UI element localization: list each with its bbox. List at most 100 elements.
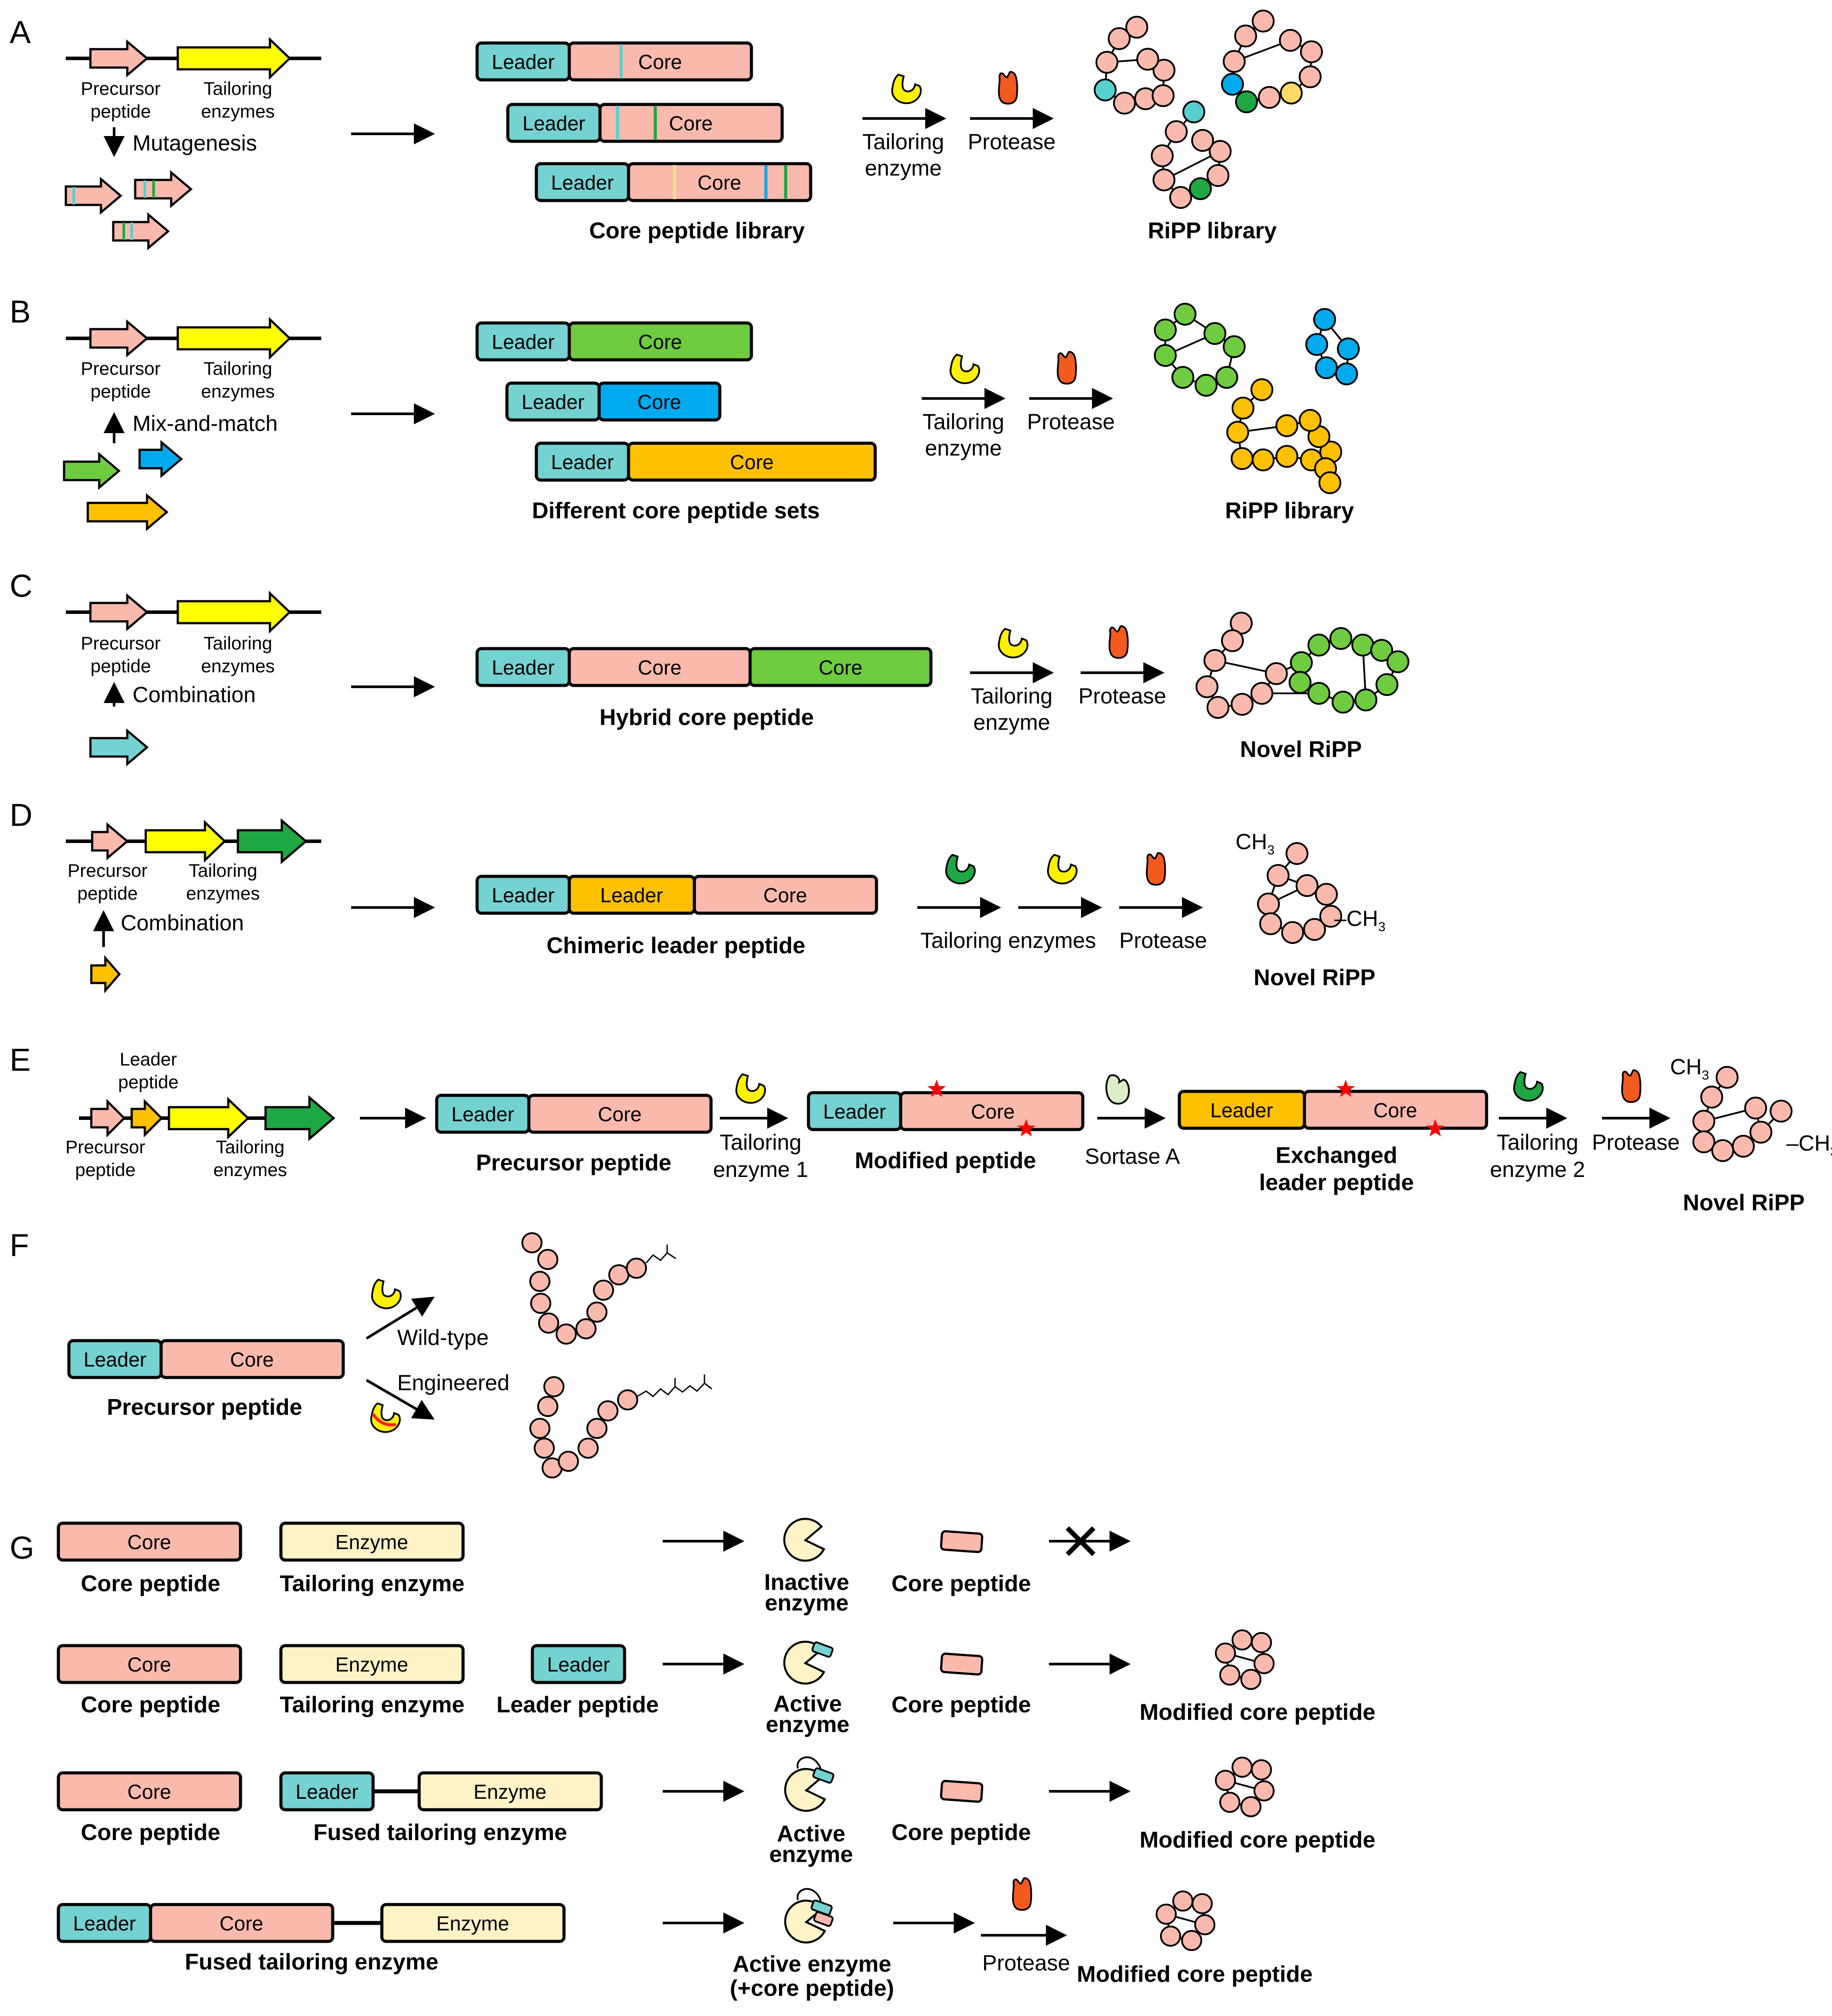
core-box bbox=[1303, 1090, 1488, 1130]
residue-circle bbox=[586, 1302, 607, 1323]
residue-circle bbox=[1770, 1100, 1792, 1123]
precursor-peptide-caption: Precursor peptide bbox=[107, 1395, 302, 1420]
leader-text: Leader bbox=[492, 656, 554, 679]
combination-label: Combination bbox=[121, 911, 244, 935]
exchanged-leader-caption: Exchanged bbox=[1275, 1143, 1397, 1168]
core-text: Core bbox=[230, 1348, 274, 1371]
ripp-library-caption: RiPP library bbox=[1148, 218, 1277, 244]
tailoring-enzyme-icon bbox=[998, 628, 1029, 659]
residue-circle bbox=[1332, 691, 1354, 714]
residue-circle bbox=[1094, 79, 1117, 101]
leader-text: Leader bbox=[451, 1103, 514, 1126]
enzyme-text: Enzyme bbox=[436, 1912, 509, 1935]
leader-peptide-label: Leader bbox=[120, 1049, 177, 1069]
side-chain bbox=[645, 1245, 676, 1263]
residue-circle bbox=[1315, 356, 1338, 379]
core-box bbox=[597, 381, 722, 422]
enzymes-label: enzymes bbox=[201, 656, 275, 676]
leader-text: Leader bbox=[551, 171, 614, 194]
core-text: Core bbox=[127, 1531, 171, 1553]
residue-circle bbox=[1226, 421, 1249, 444]
residue-circle bbox=[538, 1313, 559, 1334]
peptide-label: peptide bbox=[75, 1159, 136, 1180]
core-text: Core bbox=[598, 1103, 642, 1126]
residue-circle bbox=[1354, 689, 1377, 711]
residue-circle bbox=[1265, 662, 1288, 685]
core-gene-arrows bbox=[63, 440, 183, 531]
panel-d: D Precursor peptide Tailoring enzymes Co… bbox=[10, 798, 1386, 994]
residue-circle bbox=[1203, 322, 1226, 345]
residue-circle bbox=[1136, 48, 1159, 71]
wild-type-label: Wild-type bbox=[397, 1325, 489, 1350]
precursor-gene-arrow bbox=[89, 593, 149, 631]
residue-circle bbox=[529, 1271, 550, 1292]
residue-circle bbox=[593, 1280, 614, 1301]
mutant-gene-arrows bbox=[65, 170, 193, 251]
residue-circle bbox=[1151, 144, 1174, 167]
enzymes-label: enzymes bbox=[201, 381, 275, 402]
core-box bbox=[568, 41, 753, 82]
residue-circle bbox=[575, 1318, 596, 1339]
novel-ripp-structure bbox=[1196, 612, 1409, 719]
residue-circle bbox=[1303, 918, 1326, 941]
panel-a: A Precursor peptide Tailoring enzymes Mu… bbox=[10, 10, 1323, 251]
residue-circle bbox=[1219, 1664, 1240, 1686]
core-text: Core bbox=[669, 112, 713, 135]
inactive-enzyme-caption: enzyme bbox=[765, 1590, 849, 1616]
enzyme-text: Enzyme bbox=[335, 1531, 408, 1553]
core-text: Core bbox=[637, 391, 681, 413]
residue-circle bbox=[608, 1264, 629, 1285]
methyl-label: CH3 bbox=[1236, 829, 1275, 857]
residue-circle bbox=[586, 1418, 607, 1439]
tailoring-gene-arrow bbox=[176, 591, 291, 634]
inactive-enzyme-icon bbox=[784, 1519, 824, 1560]
sortase-a-icon bbox=[1105, 1074, 1130, 1105]
residue-circle bbox=[1182, 100, 1205, 123]
tailoring-enzyme-icon bbox=[1513, 1071, 1544, 1102]
core-text: Core bbox=[219, 1912, 263, 1935]
tailoring-enzyme-caption: Tailoring enzyme bbox=[280, 1571, 465, 1596]
leader-text: Leader bbox=[823, 1100, 886, 1123]
core-box bbox=[57, 1521, 242, 1562]
residue-circle bbox=[537, 1396, 558, 1417]
residue-circle bbox=[1181, 1930, 1202, 1951]
hybrid-core-caption: Hybrid core peptide bbox=[600, 705, 814, 730]
leader-text: Leader bbox=[551, 451, 614, 474]
residue-circle bbox=[1267, 864, 1290, 887]
residue-circle bbox=[1258, 86, 1281, 109]
leader-text: Leader bbox=[492, 50, 554, 73]
residue-circle bbox=[1196, 675, 1218, 698]
residue-circle bbox=[1172, 1890, 1193, 1912]
residue-circle bbox=[1318, 471, 1341, 494]
protease-icon bbox=[1146, 852, 1166, 886]
residue-circle bbox=[1296, 874, 1318, 897]
protease-label: Protease bbox=[1078, 684, 1166, 708]
tailoring-label: Tailoring bbox=[720, 1130, 801, 1155]
sortase-a-label: Sortase A bbox=[1085, 1144, 1180, 1169]
panel-b-letter: B bbox=[10, 294, 31, 330]
residue-circle bbox=[1313, 308, 1336, 331]
core-box bbox=[598, 103, 784, 143]
modified-core-caption: Modified core peptide bbox=[1139, 1827, 1375, 1853]
residue-circle bbox=[1275, 414, 1298, 437]
peptide-label: peptide bbox=[90, 381, 151, 402]
methyl-label: CH3 bbox=[1670, 1055, 1709, 1083]
tailoring-label: Tailoring bbox=[1497, 1130, 1578, 1155]
exchanged-leader-caption: leader peptide bbox=[1259, 1170, 1414, 1195]
enzymes-label: enzymes bbox=[201, 101, 275, 122]
side-chain bbox=[637, 1374, 712, 1397]
leader-gene-arrow bbox=[90, 955, 121, 994]
residue-circle bbox=[1308, 634, 1330, 656]
protease-icon bbox=[1012, 1877, 1032, 1911]
residue-circle bbox=[1223, 50, 1246, 73]
active-enzyme-caption: (+core peptide) bbox=[730, 1976, 894, 2001]
residue-circle bbox=[1231, 693, 1254, 716]
residue-circle bbox=[1232, 1629, 1253, 1650]
star-icon bbox=[1336, 1080, 1355, 1097]
residue-circle bbox=[1192, 1893, 1213, 1914]
tailoring-enzymes-label: Tailoring enzymes bbox=[920, 928, 1096, 953]
residue-circle bbox=[543, 1376, 564, 1397]
enzyme-box bbox=[279, 1644, 465, 1684]
residue-circle bbox=[1189, 177, 1212, 200]
